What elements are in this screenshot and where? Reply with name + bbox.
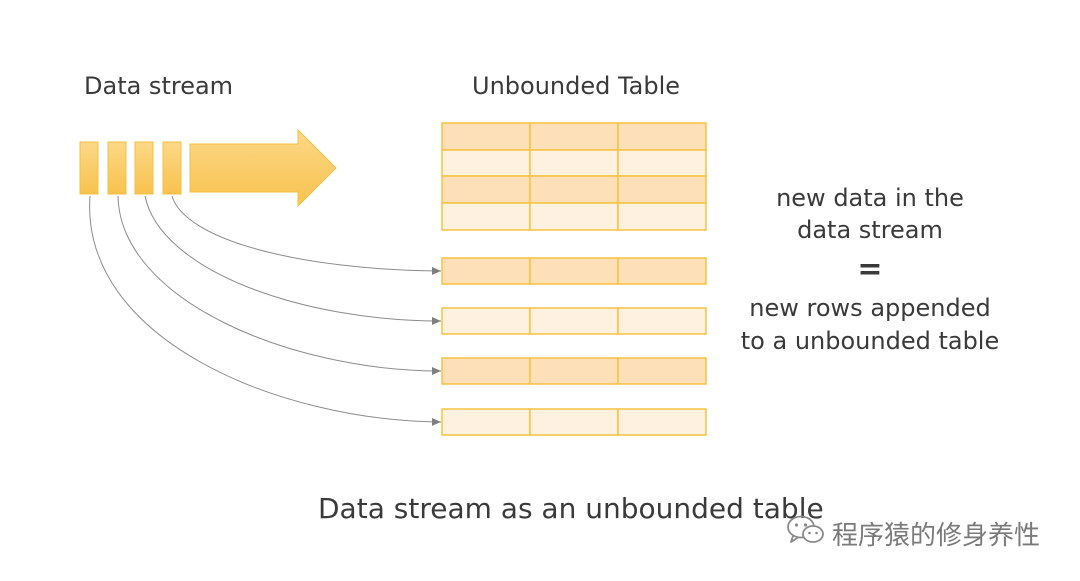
equation-line-2: data stream xyxy=(797,216,943,244)
wechat-icon xyxy=(786,514,826,553)
appended-row-4 xyxy=(441,408,707,436)
watermark: 程序猿的修身养性 xyxy=(786,514,1040,553)
equation-line-4: to a unbounded table xyxy=(740,327,1000,355)
diagram-caption: Data stream as an unbounded table xyxy=(318,492,824,525)
equation-line-1: new data in the xyxy=(776,184,964,212)
stream-block-1 xyxy=(79,141,99,195)
equals-sign: = xyxy=(857,252,883,287)
unbounded-table xyxy=(441,122,707,231)
stream-block-4 xyxy=(162,141,182,195)
connector-arrow-2 xyxy=(144,195,442,325)
appended-row-3 xyxy=(441,357,707,385)
data-stream-label: Data stream xyxy=(84,72,234,100)
connector-arrow-4 xyxy=(89,195,442,426)
equation-line-3: new rows appended xyxy=(749,294,991,322)
appended-row-2 xyxy=(441,307,707,335)
stream-block-3 xyxy=(134,141,154,195)
stream-block-2 xyxy=(107,141,127,195)
watermark-text: 程序猿的修身养性 xyxy=(832,521,1041,551)
connector-arrow-3 xyxy=(117,195,442,375)
connector-arrow-1 xyxy=(171,195,442,275)
unbounded-table-label: Unbounded Table xyxy=(472,72,681,100)
appended-row-1 xyxy=(441,257,707,285)
stream-flow-arrow xyxy=(189,128,337,208)
